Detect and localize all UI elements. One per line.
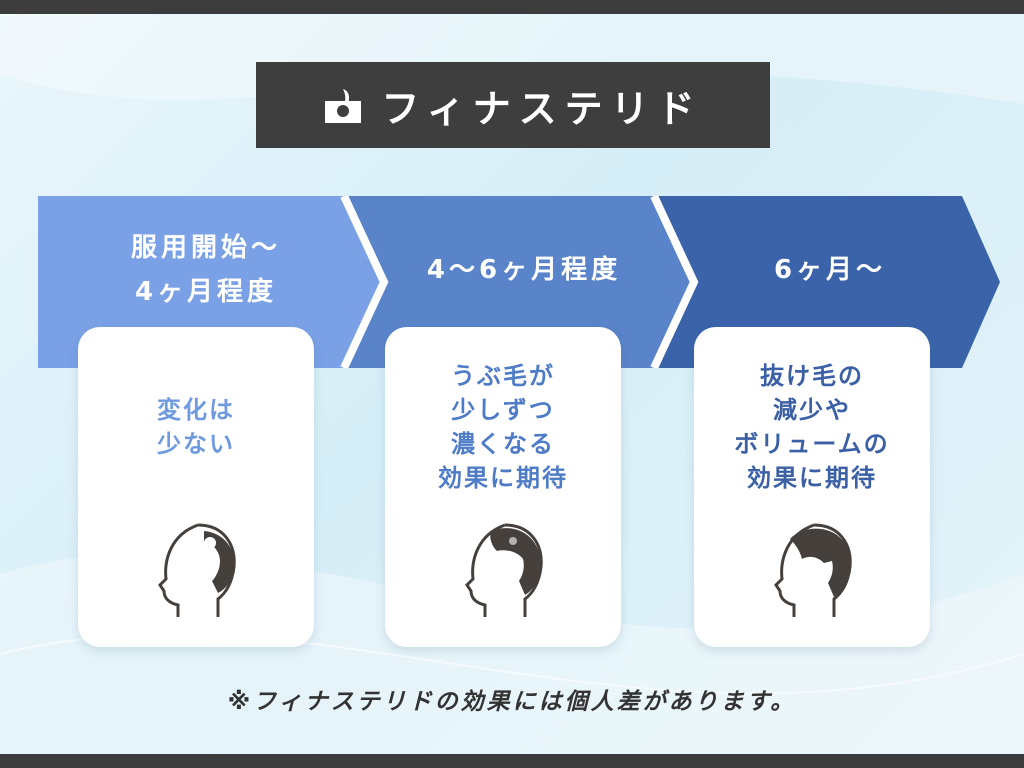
stage-2-arrow xyxy=(346,196,694,368)
stage-2-line-1: うぶ毛が xyxy=(451,362,555,390)
stage-2-line-3: 濃くなる xyxy=(451,430,555,458)
timeline-arrows xyxy=(38,196,1000,368)
stage-2-label-line1: 4〜6ヶ月程度 xyxy=(426,255,622,285)
stage-2-line-4: 効果に期待 xyxy=(438,464,568,492)
stage-2-card: うぶ毛が 少しずつ 濃くなる 効果に期待 xyxy=(385,327,621,647)
stage-1-line-1: 変化は xyxy=(157,396,235,424)
stage-1-label-line1: 服用開始〜 xyxy=(130,233,281,263)
stage-3-label: 6ヶ月〜 xyxy=(720,248,940,292)
stage-1-card: 変化は 少ない xyxy=(78,327,314,647)
bottom-border xyxy=(0,754,1024,768)
stage-1-arrow xyxy=(38,196,384,368)
page-title: フィナステリド xyxy=(381,86,703,131)
stage-3-card: 抜け毛の 減少や ボリュームの 効果に期待 xyxy=(694,327,930,647)
title-banner: フィナステリド xyxy=(256,62,770,148)
top-border xyxy=(0,0,1024,14)
stage-1-label: 服用開始〜 4ヶ月程度 xyxy=(96,226,316,314)
disclaimer-note: ※フィナステリドの効果には個人差があります。 xyxy=(227,689,797,715)
stage-3-line-3: ボリュームの xyxy=(734,430,890,458)
hair-follicle-icon xyxy=(325,89,362,123)
stage-2-label: 4〜6ヶ月程度 xyxy=(396,248,652,292)
balding-head-icon xyxy=(158,523,236,617)
stage-2-line-2: 少しずつ xyxy=(451,396,555,424)
stage-3-label-line1: 6ヶ月〜 xyxy=(773,255,887,285)
stage-3-description: 抜け毛の 減少や ボリュームの 効果に期待 xyxy=(694,359,930,495)
stage-3-line-4: 効果に期待 xyxy=(747,464,877,492)
stage-3-line-2: 減少や xyxy=(773,396,851,424)
stage-3-line-1: 抜け毛の xyxy=(760,362,864,390)
stage-1-line-2: 少ない xyxy=(157,430,235,458)
stage-1-label-line2: 4ヶ月程度 xyxy=(134,277,278,307)
regrowing-head-icon xyxy=(465,523,543,617)
full-hair-head-icon xyxy=(774,523,852,617)
stage-1-description: 変化は 少ない xyxy=(78,393,314,461)
stage-2-description: うぶ毛が 少しずつ 濃くなる 効果に期待 xyxy=(385,359,621,495)
stage-3-arrow xyxy=(656,196,1000,368)
